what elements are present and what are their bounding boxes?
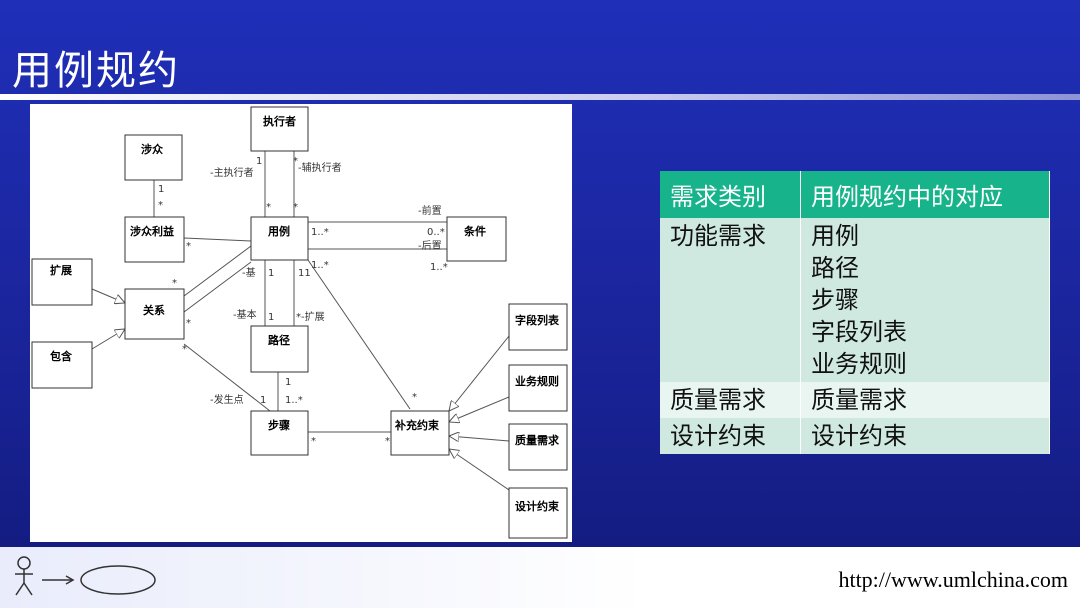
slide-title: 用例规约 — [12, 48, 180, 94]
table-header-category: 需求类别 — [660, 171, 801, 218]
table-row: 设计约束 设计约束 — [660, 418, 1050, 454]
label-stakeholder: 涉众 — [141, 142, 164, 156]
list-item: 字段列表 — [811, 318, 907, 346]
box-actor — [250, 106, 309, 152]
mult-constraint-star-2: * — [385, 436, 390, 447]
mult-stakeholder-1: 1 — [158, 184, 164, 195]
diagram-edge-labels: 1 * -主执行者 -辅执行者 1 * * * * -前置 1..* 0..* … — [158, 156, 448, 447]
actor-usecase-logo-icon — [15, 556, 156, 596]
mult-constraint-star-1: * — [412, 392, 417, 403]
box-field-list — [508, 303, 568, 351]
box-include — [31, 341, 93, 389]
mult-actor-1: 1 — [256, 156, 262, 167]
box-path — [250, 325, 309, 373]
mult-condition-zero-many: 0..* — [427, 227, 445, 238]
label-stakeholder-interest: 涉众利益 — [130, 224, 174, 238]
box-step — [250, 410, 309, 456]
label-path: 路径 — [268, 333, 290, 347]
list-item: 业务规则 — [811, 350, 907, 378]
diagram-edges — [91, 151, 510, 491]
list-item: 设计约束 — [811, 422, 907, 450]
table-header-row: 需求类别 用例规约中的对应 — [660, 171, 1050, 218]
mult-stakeholder-star: * — [158, 200, 163, 211]
box-business-rule — [508, 364, 568, 412]
table-cell-items: 用例 路径 步骤 字段列表 业务规则 — [800, 218, 1050, 382]
label-actor: 执行者 — [263, 114, 296, 128]
mult-step-1: 1 — [260, 395, 266, 406]
label-quality-requirement: 质量需求 — [515, 433, 560, 447]
mult-step-star: * — [311, 436, 316, 447]
mult-rel-star-2: * — [186, 318, 191, 329]
mult-uc-one-many-2: 1..* — [311, 260, 329, 271]
edge-pre: -前置 — [418, 204, 442, 217]
label-use-case: 用例 — [268, 224, 290, 238]
box-supplementary-constraint — [390, 410, 450, 456]
label-design-constraint: 设计约束 — [515, 499, 560, 513]
edge-basic: -基本 — [233, 308, 257, 321]
table-cell-category: 质量需求 — [660, 382, 801, 418]
diagram-box-labels: 执行者 涉众 涉众利益 用例 条件 扩展 包含 关系 路径 步骤 补充约束 字段… — [49, 114, 560, 513]
box-use-case — [250, 216, 309, 261]
mult-actor-star: * — [293, 156, 298, 167]
table-cell-category: 设计约束 — [660, 418, 801, 454]
table-cell-items: 设计约束 — [800, 418, 1050, 454]
mult-interest-star: * — [186, 241, 191, 252]
edge-primary-actor: -主执行者 — [210, 166, 254, 179]
label-field-list: 字段列表 — [515, 313, 560, 327]
mult-condition-one-many: 1..* — [430, 262, 448, 273]
box-quality-requirement — [508, 423, 568, 471]
label-supplementary-constraint: 补充约束 — [394, 418, 440, 432]
edge-extension: *-扩展 — [296, 310, 325, 323]
box-extend — [31, 258, 93, 306]
list-item: 步骤 — [811, 286, 859, 314]
label-business-rule: 业务规则 — [515, 374, 559, 388]
mult-uc-top-left: * — [266, 202, 271, 213]
edge-post: -后置 — [418, 240, 442, 252]
label-relationship: 关系 — [143, 303, 165, 317]
edge-secondary-actor: -辅执行者 — [298, 161, 342, 174]
footer-bar: http://www.umlchina.com — [0, 547, 1080, 608]
table-row: 功能需求 用例 路径 步骤 字段列表 业务规则 — [660, 218, 1050, 382]
list-item: 路径 — [811, 254, 859, 282]
edge-origin: -发生点 — [210, 393, 244, 406]
label-include: 包含 — [49, 349, 73, 363]
box-design-constraint — [508, 487, 568, 539]
site-url: http://www.umlchina.com — [838, 567, 1068, 592]
mult-path-one: 1 — [268, 312, 274, 323]
mult-uc-one: 1 — [268, 268, 274, 279]
mult-path-1: 1 — [285, 377, 291, 388]
diagram-canvas: 执行者 涉众 涉众利益 用例 条件 扩展 包含 关系 路径 步骤 补充约束 字段… — [31, 106, 568, 539]
box-relationship — [124, 288, 185, 340]
label-step: 步骤 — [268, 418, 290, 432]
mult-uc-one-one: 11 — [298, 268, 311, 279]
table-cell-category: 功能需求 — [660, 218, 801, 382]
table-header-mapping: 用例规约中的对应 — [800, 171, 1050, 218]
label-extend: 扩展 — [50, 263, 73, 277]
edge-base-uc: -基 — [242, 266, 256, 279]
table-cell-items: 质量需求 — [800, 382, 1050, 418]
list-item: 质量需求 — [811, 386, 907, 414]
table-row: 质量需求 质量需求 — [660, 382, 1050, 418]
diagram-boxes — [31, 106, 568, 539]
list-item: 用例 — [811, 222, 859, 250]
mult-uc-one-many-1: 1..* — [311, 227, 329, 238]
box-stakeholder — [124, 134, 183, 181]
requirement-mapping-table: 需求类别 用例规约中的对应 功能需求 用例 路径 步骤 字段列表 业务规则 质量… — [660, 171, 1050, 454]
mult-rel-star-1: * — [172, 278, 177, 289]
title-divider — [0, 94, 1080, 100]
label-condition: 条件 — [463, 224, 486, 238]
box-stakeholder-interest — [124, 216, 185, 263]
uml-class-diagram: 执行者 涉众 涉众利益 用例 条件 扩展 包含 关系 路径 步骤 补充约束 字段… — [30, 104, 572, 542]
box-condition — [446, 216, 507, 262]
mult-uc-top-right: * — [293, 202, 298, 213]
mult-step-one-many: 1..* — [285, 395, 303, 406]
mult-rel-star-3: * — [182, 344, 187, 355]
